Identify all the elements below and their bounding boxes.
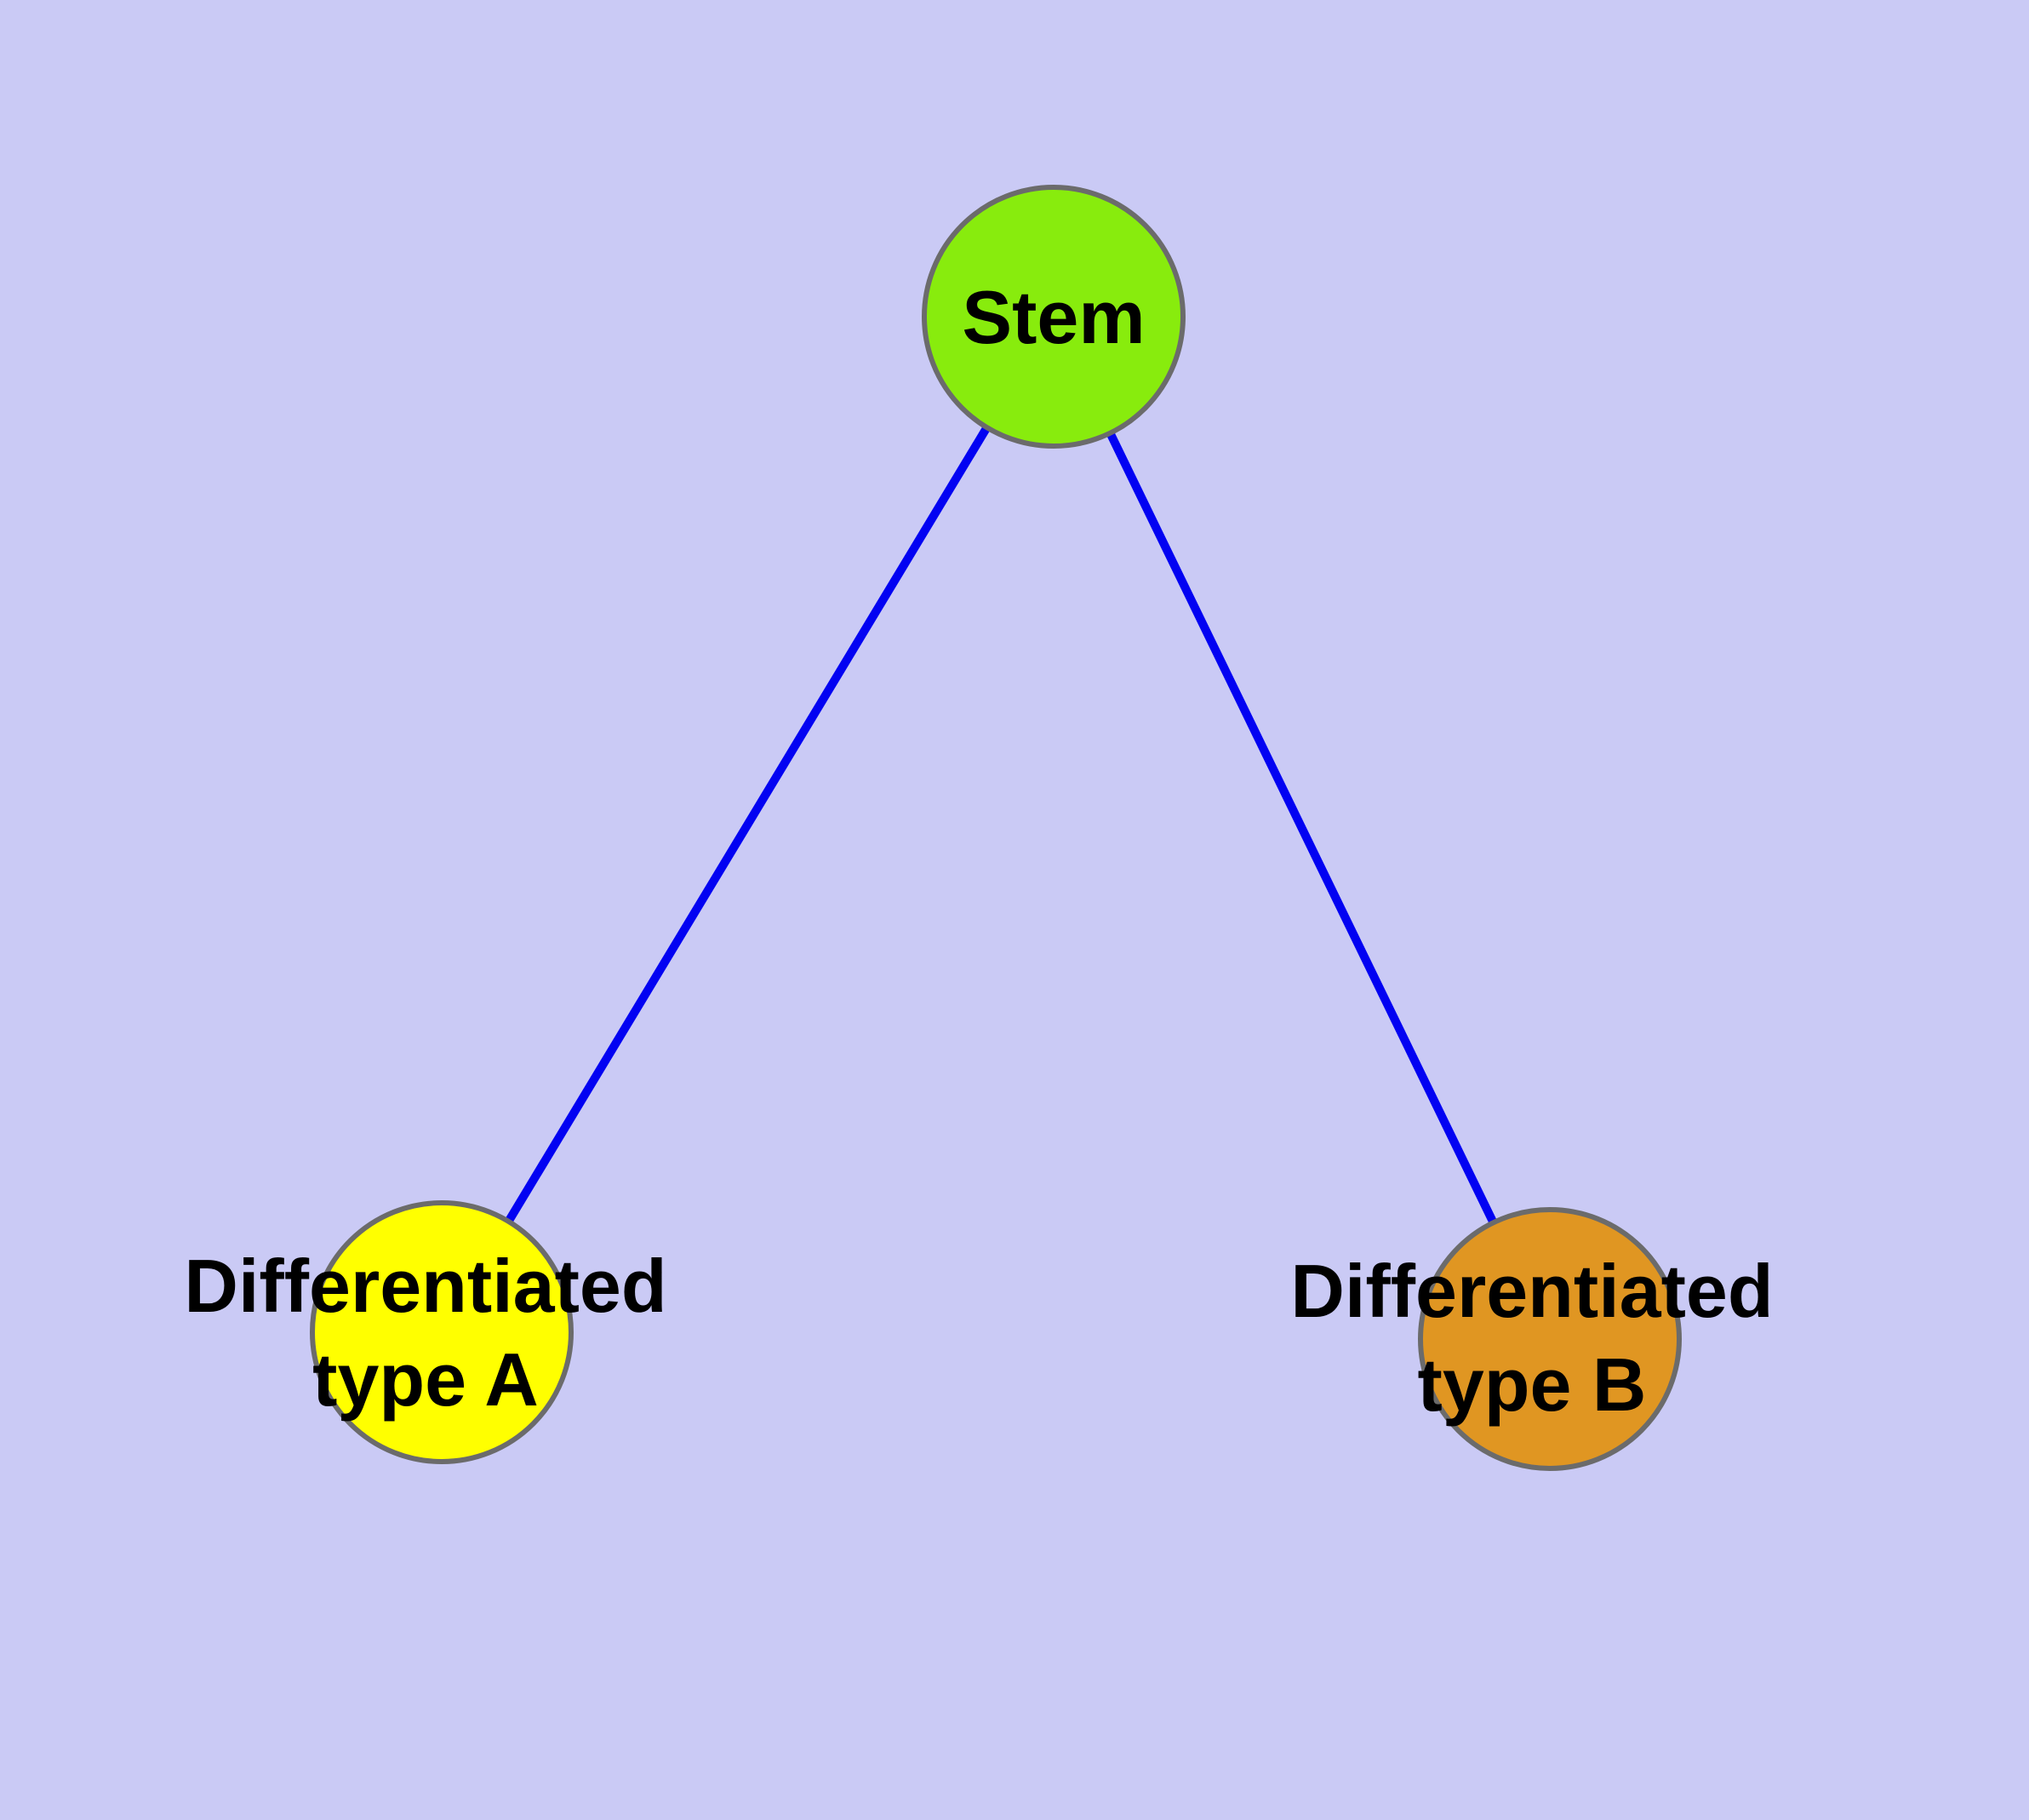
edge-stem-to-type-b[interactable]	[1049, 314, 1554, 1342]
node-circle-differentiated-type-b[interactable]	[1418, 1207, 1682, 1471]
node-circle-stem[interactable]	[922, 185, 1186, 449]
node-circle-differentiated-type-a[interactable]	[310, 1200, 574, 1464]
edge-stem-to-type-a[interactable]	[437, 314, 1058, 1335]
